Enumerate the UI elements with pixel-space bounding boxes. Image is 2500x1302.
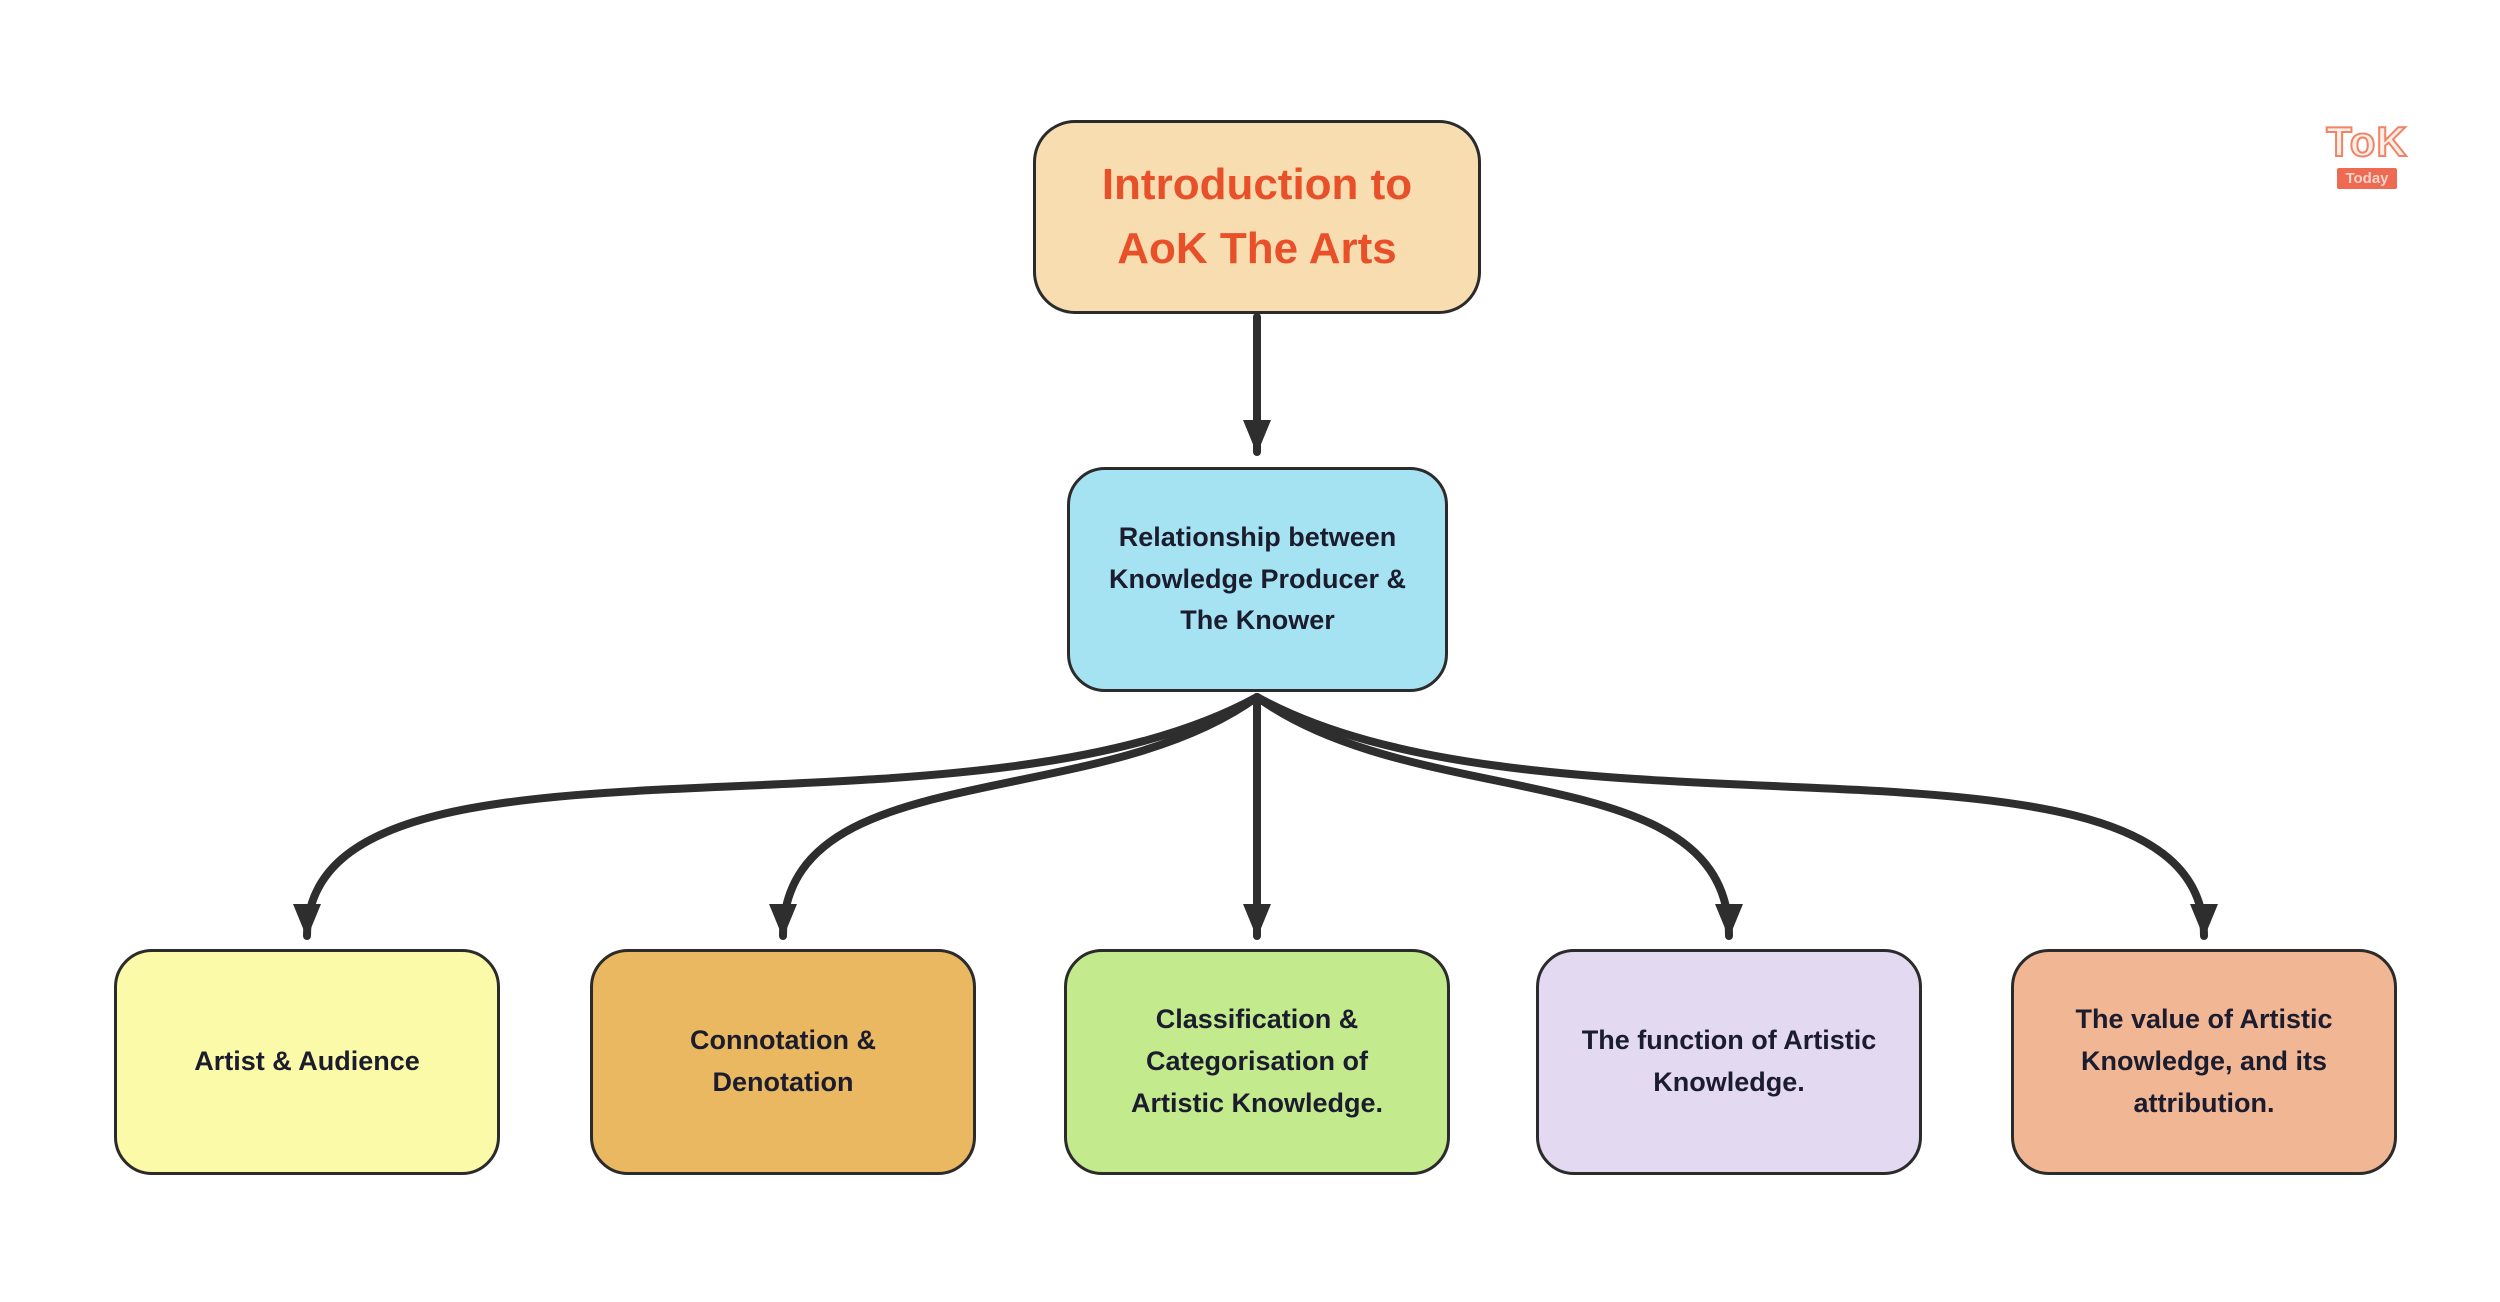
- node-classification-categorisation: Classification & Categorisation of Artis…: [1064, 949, 1450, 1175]
- connector-middle-to-child-0: [293, 693, 1261, 940]
- node-introduction-label: Introduction to AoK The Arts: [1101, 160, 1413, 273]
- logo-today-text: Today: [2337, 168, 2397, 189]
- node-classification-label: Classification & Categorisation of Artis…: [1130, 1004, 1384, 1118]
- node-artist-audience-label: Artist & Audience: [194, 1046, 420, 1077]
- logo-tok-text: ToK: [2325, 117, 2408, 166]
- node-artist-audience: Artist & Audience: [114, 949, 500, 1175]
- node-value-attribution: The value of Artistic Knowledge, and its…: [2011, 949, 2397, 1175]
- connector-middle-to-child-3: [1253, 693, 1743, 940]
- node-introduction-aok-arts: Introduction to AoK The Arts: [1033, 120, 1481, 314]
- node-function-label: The function of Artistic Knowledge.: [1581, 1025, 1877, 1097]
- node-connotation-denotation-label: Connotation & Denotation: [690, 1025, 876, 1097]
- connector-middle-to-child-4: [1253, 693, 2218, 940]
- node-value-label: The value of Artistic Knowledge, and its…: [2075, 1004, 2333, 1118]
- node-connotation-denotation: Connotation & Denotation: [590, 949, 976, 1175]
- node-relationship-label: Relationship between Knowledge Producer …: [1108, 521, 1407, 636]
- connector-middle-to-child-1: [769, 693, 1261, 940]
- node-relationship-producer-knower: Relationship between Knowledge Producer …: [1067, 467, 1448, 692]
- node-function-artistic-knowledge: The function of Artistic Knowledge.: [1536, 949, 1922, 1175]
- tok-today-logo: ToK Today: [2322, 117, 2412, 189]
